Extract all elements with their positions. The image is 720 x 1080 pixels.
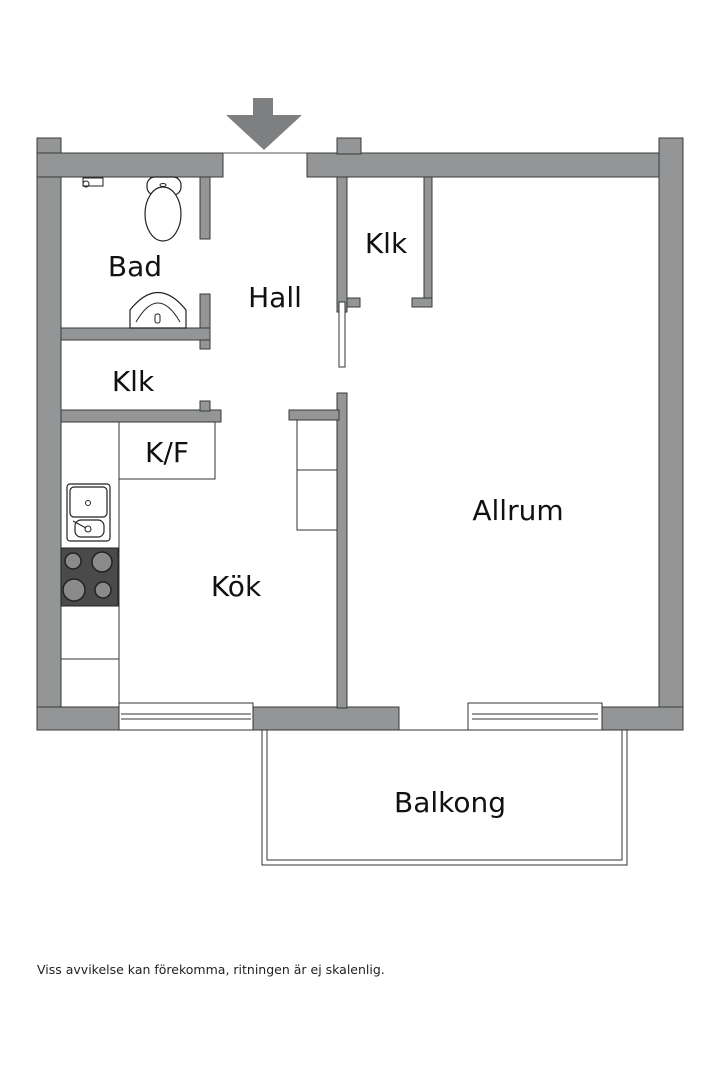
shower-tap-icon — [82, 177, 104, 188]
outer-walls — [36, 137, 684, 731]
kitchen-sink-icon — [66, 483, 111, 542]
toilet-icon — [144, 176, 182, 242]
room-label-allrum: Allrum — [472, 494, 563, 527]
disclaimer-text: Viss avvikelse kan förekomma, ritningen … — [37, 962, 385, 977]
entrance-arrow-icon — [226, 98, 302, 150]
interior-walls — [60, 176, 433, 709]
washbasin-icon — [129, 292, 187, 329]
room-label-balkong: Balkong — [394, 786, 506, 819]
room-label-klk-left: Klk — [112, 365, 155, 398]
balcony-outline — [261, 729, 628, 866]
allrum-window — [467, 702, 603, 731]
room-label-hall: Hall — [248, 281, 302, 314]
room-label-kf: K/F — [145, 436, 189, 469]
stove-icon — [60, 547, 119, 607]
room-label-kok: Kök — [211, 570, 262, 603]
room-label-klk-right: Klk — [365, 227, 408, 260]
kitchen-window — [118, 702, 254, 731]
room-label-bad: Bad — [108, 250, 162, 283]
door-leaf — [338, 301, 346, 368]
